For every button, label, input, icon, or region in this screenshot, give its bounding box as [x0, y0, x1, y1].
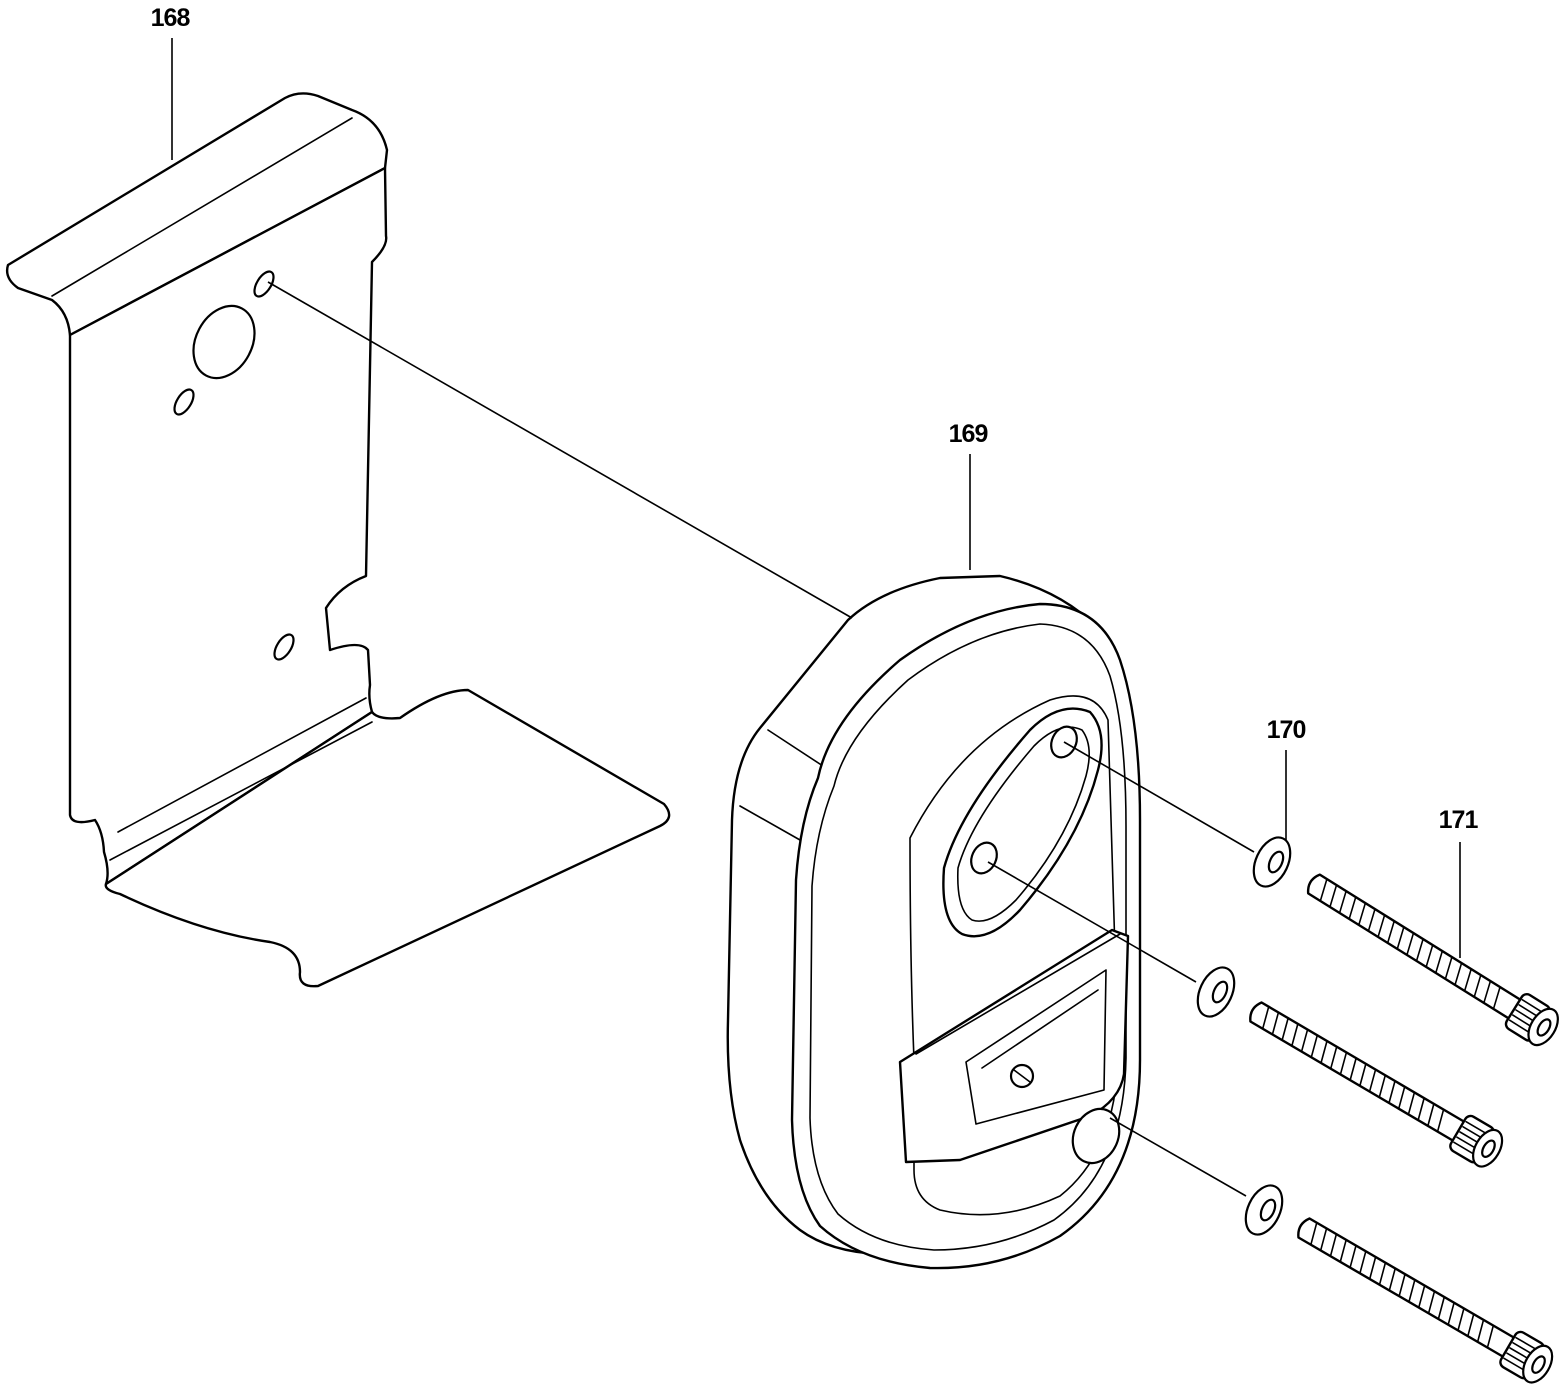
washer [1244, 1184, 1284, 1236]
muffler-inner-panel [909, 695, 1119, 1216]
bolt [1249, 1001, 1504, 1168]
washers [1196, 836, 1292, 1236]
assembly-line-washer-1 [1063, 741, 1255, 853]
muffler-outlet-hole [1071, 1107, 1121, 1165]
assembly-line-washer-3 [1109, 1117, 1247, 1197]
callout-171: 171 [1439, 806, 1479, 834]
muffler [726, 574, 1142, 1270]
callout-170: 170 [1267, 716, 1306, 744]
callout-168: 168 [151, 4, 191, 32]
bolt [1297, 1217, 1554, 1384]
washer [1252, 836, 1292, 888]
muffler-boss-hole-bottom [970, 841, 998, 875]
bracket-hole-left [173, 388, 195, 416]
callout-169: 169 [949, 420, 988, 448]
bolt [1306, 873, 1559, 1047]
assembly-line-bracket [267, 281, 853, 619]
bracket-hole-top [253, 270, 275, 298]
washer [1196, 966, 1236, 1018]
mounting-bracket [5, 92, 671, 988]
bracket-bottom-plate [104, 688, 671, 988]
bracket-large-hole [192, 304, 256, 380]
assembly-line-washer-2 [987, 861, 1197, 983]
bracket-back-plate [68, 166, 388, 886]
bracket-hole-bottom [273, 633, 295, 661]
leader-lines [171, 38, 1461, 1197]
muffler-boss [942, 707, 1103, 938]
bolts [1249, 873, 1559, 1384]
